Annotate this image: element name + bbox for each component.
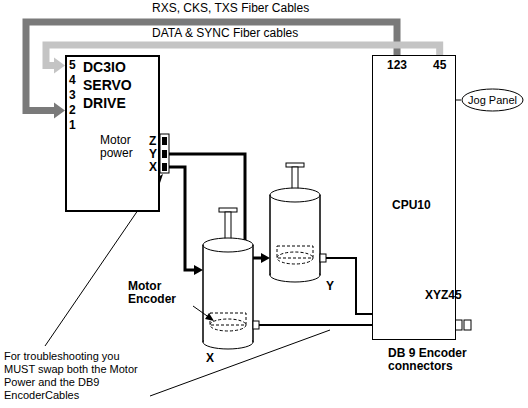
pin-number: 2 [69, 104, 76, 117]
motor-power-wire [169, 167, 195, 270]
x-motor [203, 208, 259, 349]
board-pin-label: 45 [433, 59, 446, 72]
motor-label: Y [326, 280, 334, 293]
terminal-label: Z [149, 135, 156, 148]
motor-power-label: Motor power [100, 134, 144, 160]
terminal [162, 150, 167, 158]
pin-number: 3 [69, 89, 76, 102]
arrowhead [205, 313, 214, 321]
connector [456, 100, 461, 101]
terminal-label: Y [149, 148, 157, 161]
terminal-label: X [149, 161, 157, 174]
drive-title: DC3IO SERVO DRIVE [83, 58, 143, 112]
y-motor [270, 163, 326, 282]
terminal [162, 137, 167, 145]
jog-panel-text: Jog Panel [468, 94, 517, 106]
chip-label: CPU10 [392, 199, 431, 212]
leader-line [150, 330, 330, 396]
terminal [162, 163, 167, 171]
callout-label: Motor Encoder [128, 280, 190, 306]
motor-label: X [206, 352, 214, 365]
note: For troubleshooting you MUST swap both t… [4, 350, 150, 402]
arrowhead [261, 253, 270, 263]
connector-label: DB 9 Encoder connectors [388, 347, 488, 373]
arrowhead [194, 265, 203, 275]
cable-label: RXS, CKS, TXS Fiber Cables [150, 2, 311, 15]
board-pin-label: XYZ45 [425, 289, 462, 302]
board-pin-label: 123 [387, 59, 407, 72]
pin-number: 4 [69, 74, 76, 87]
jog-panel-oval: Jog Panel [461, 88, 524, 112]
pin-number: 5 [69, 59, 76, 72]
cpu-board: 12345XYZ45 [372, 55, 456, 340]
terminal-strip [160, 134, 169, 173]
cable-label: DATA & SYNC Fiber cables [150, 27, 300, 40]
pin-number: 1 [69, 119, 76, 132]
motor-power-wire [169, 154, 262, 258]
